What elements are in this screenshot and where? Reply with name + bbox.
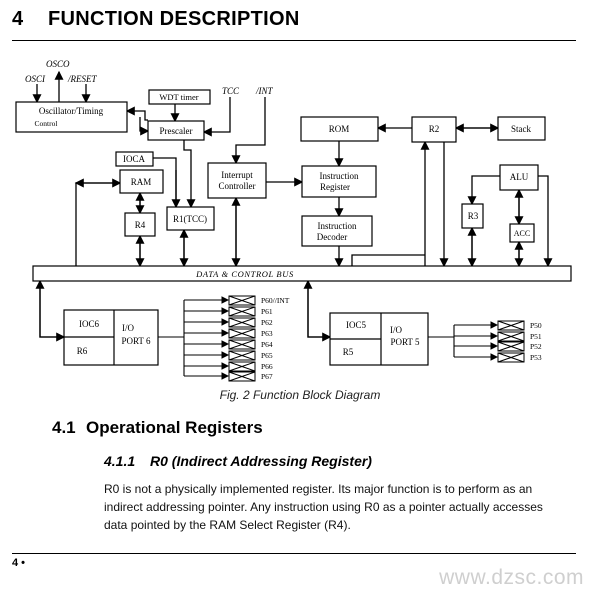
- port5-label-1: I/O: [390, 325, 402, 335]
- r2-block: [411, 116, 457, 143]
- osci-signal-label: OSCI: [25, 74, 46, 84]
- pin-label: P50: [530, 321, 542, 330]
- r1-tcc-block: [166, 206, 215, 231]
- ioca-label: IOCA: [123, 154, 145, 164]
- prescaler-label: Prescaler: [160, 126, 193, 136]
- inst-reg-label-1: Instruction: [320, 171, 359, 181]
- function-block-diagram: Oscillator/Timing Control WDT timer Pres…: [15, 59, 572, 382]
- chapter-title: FUNCTION DESCRIPTION: [48, 8, 300, 30]
- tcc-signal-label: TCC: [222, 86, 240, 96]
- pin-label: P52: [530, 342, 542, 351]
- watermark: www.dzsc.com: [439, 566, 584, 589]
- pin-label: P64: [261, 340, 273, 349]
- interrupt-label-1: Interrupt: [221, 170, 253, 180]
- data-control-bus: [32, 265, 572, 282]
- stack-block: [497, 116, 546, 141]
- pin-label: P65: [261, 351, 273, 360]
- r3-label: R3: [468, 211, 479, 221]
- subsection-heading: 4.1.1 R0 (Indirect Addressing Register): [104, 453, 372, 469]
- ioc5-label: IOC5: [346, 320, 366, 330]
- oscillator-timing-control-block: [15, 101, 128, 133]
- ram-block: [119, 169, 164, 194]
- interrupt-label-2: Controller: [219, 181, 256, 191]
- bus-label: DATA & CONTROL BUS: [195, 269, 294, 279]
- port5-label-2: PORT 5: [390, 337, 420, 347]
- top-rule: [12, 40, 576, 41]
- figure-caption: Fig. 2 Function Block Diagram: [219, 388, 381, 402]
- r2-label: R2: [429, 124, 440, 134]
- section-title: Operational Registers: [86, 418, 263, 437]
- section-heading: 4.1 Operational Registers: [52, 418, 263, 438]
- pin-label: P61: [261, 307, 273, 316]
- port6-pin-drivers: [228, 295, 256, 382]
- prescaler-block: [147, 120, 205, 141]
- r4-label: R4: [135, 220, 146, 230]
- paragraph-line: indirect addressing pointer. Any instruc…: [104, 500, 543, 514]
- r3-block: [461, 203, 484, 229]
- pin-label: P62: [261, 318, 273, 327]
- osc-label-1: Oscillator/Timing: [39, 106, 104, 116]
- r6-label: R6: [77, 346, 88, 356]
- interrupt-controller-block: [207, 162, 267, 199]
- pin-label: P53: [530, 353, 542, 362]
- section-number: 4.1: [52, 418, 76, 437]
- acc-label: ACC: [514, 229, 530, 238]
- subsection-number: 4.1.1: [104, 453, 136, 469]
- port6-label-1: I/O: [122, 323, 134, 333]
- inst-dec-label-1: Instruction: [318, 221, 357, 231]
- r4-block: [124, 212, 156, 237]
- rom-label: ROM: [329, 124, 350, 134]
- chapter-number: 4: [12, 8, 24, 30]
- paragraph-line: data pointed by the RAM Select Register …: [104, 518, 351, 532]
- r5-label: R5: [343, 347, 354, 357]
- page-number: 4 •: [12, 557, 26, 569]
- reset-signal-label: /RESET: [67, 74, 97, 84]
- subsection-title: R0 (Indirect Addressing Register): [150, 453, 372, 469]
- alu-block: [499, 164, 539, 191]
- ioca-block: [115, 151, 154, 167]
- pin-label: P51: [530, 332, 542, 341]
- r1-label: R1(TCC): [173, 214, 207, 224]
- instruction-decoder-block: [301, 215, 373, 247]
- wdt-label: WDT timer: [159, 92, 198, 102]
- ram-label: RAM: [131, 177, 152, 187]
- bottom-rule: [12, 553, 576, 554]
- inst-dec-label-2: Decoder: [317, 232, 347, 242]
- alu-label: ALU: [510, 172, 529, 182]
- inst-reg-label-2: Register: [320, 182, 350, 192]
- pin-label: P67: [261, 372, 273, 381]
- instruction-register-block: [301, 165, 377, 198]
- pin-label: P60//INT: [261, 296, 290, 305]
- acc-block: [509, 223, 535, 243]
- int-signal-label: /INT: [255, 86, 274, 96]
- body-paragraph: R0 is not a physically implemented regis…: [104, 480, 574, 534]
- port5-pin-drivers: [497, 320, 525, 363]
- chapter-heading: 4 FUNCTION DESCRIPTION: [12, 8, 300, 31]
- pin-label: P63: [261, 329, 273, 338]
- port6-label-2: PORT 6: [121, 336, 151, 346]
- osco-signal-label: OSCO: [46, 59, 70, 69]
- pin-label: P66: [261, 362, 273, 371]
- rom-block: [300, 116, 379, 142]
- ioc6-label: IOC6: [79, 319, 99, 329]
- wdt-timer-block: [148, 89, 211, 105]
- paragraph-line: R0 is not a physically implemented regis…: [104, 482, 533, 496]
- stack-label: Stack: [511, 124, 531, 134]
- osc-label-2: Control: [35, 119, 58, 128]
